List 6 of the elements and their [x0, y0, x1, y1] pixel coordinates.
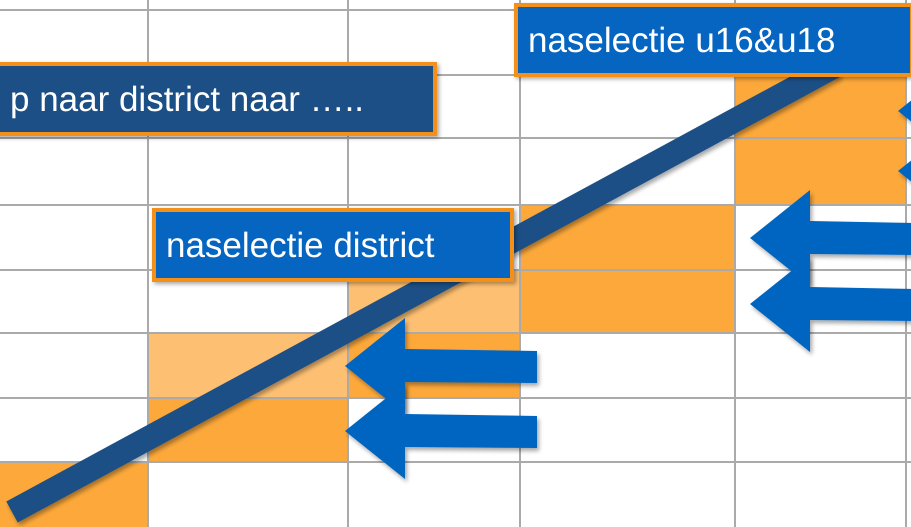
label-box: [0, 62, 437, 136]
label-text: p naar district naar …..: [10, 82, 364, 116]
label-text: naselectie district: [166, 228, 434, 262]
label-box: [514, 3, 911, 77]
label-box: [152, 208, 514, 282]
label-text: naselectie u16&u18: [528, 22, 836, 58]
